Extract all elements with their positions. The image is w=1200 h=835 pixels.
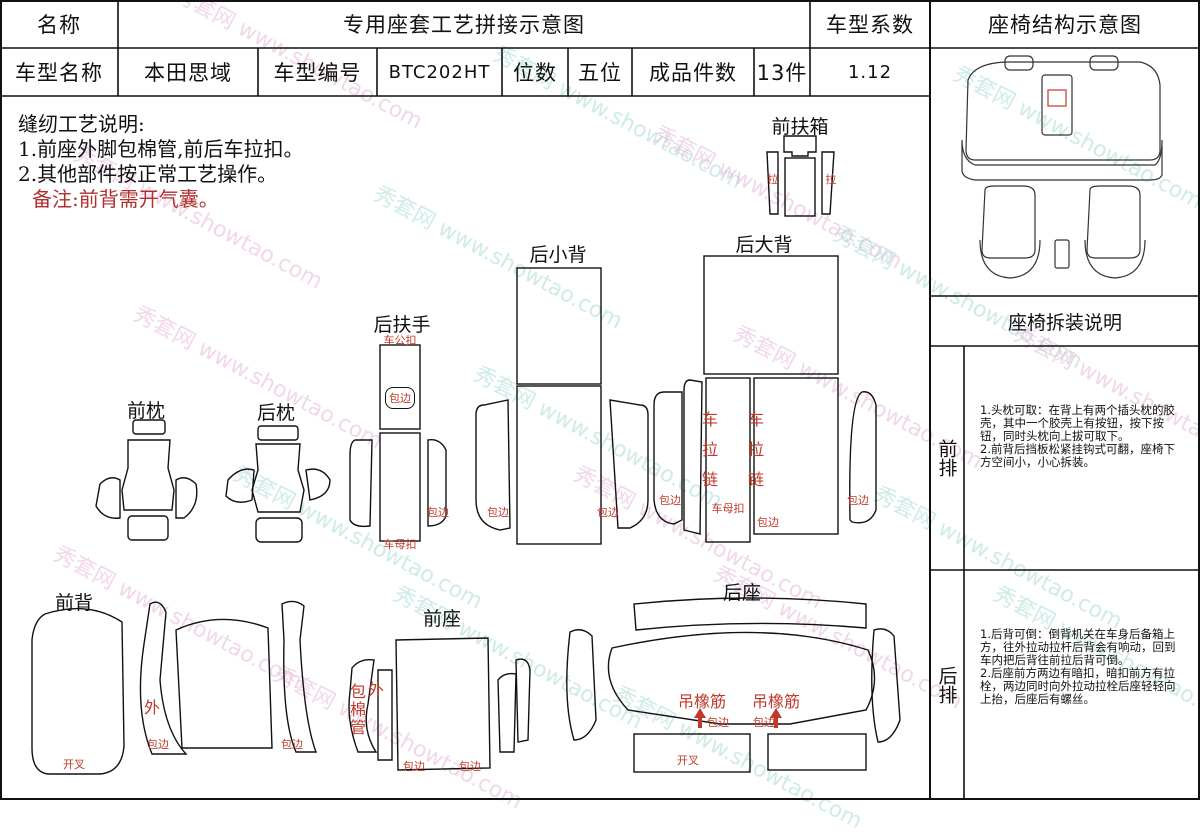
title-rear-armrest: 后扶手 [373,314,431,336]
piece-front-back [31,600,318,775]
mark-edge-7: 包边 [147,738,169,751]
mark-cotton-tube: 包棉管 [347,683,366,737]
mark-vent-back: 开叉 [63,758,85,771]
piece-rear-armrest [349,344,447,542]
mark-edge-1: 包边 [427,506,449,519]
mark-edge-3: 包边 [597,506,619,519]
title-rear-large-back: 后大背 [735,234,793,256]
model-code-label: 车型编号 [273,61,362,85]
structure-title: 座椅结构示意图 [988,13,1142,37]
seats-label: 位数 [513,61,557,85]
mark-hang-strap-right: 吊橡筋 [751,692,801,711]
mark-edge-11: 包边 [707,716,729,729]
piece-rear-headrest [225,425,331,543]
hang-strap-arrows [694,708,782,728]
title-front-armrest-box: 前扶箱 [771,116,829,138]
mark-outer-back: 外 [143,698,161,717]
sewing-remark: 备注:前背需开气囊。 [32,187,219,211]
mark-outer-seat: 外 [367,680,385,699]
coef-value: 1.12 [847,61,893,83]
pieces-value: 13件 [756,61,808,85]
sewing-note-1: 1.前座外脚包棉管,前后车拉扣。 [18,137,304,161]
mark-pull-buckle-female-2: 车母扣 [711,502,745,515]
piece-front-seat [348,637,531,771]
mark-vent-seat: 开叉 [677,754,699,767]
mark-pull-right: 拉 [824,173,837,195]
rear-row-instructions: 1.后背可倒：倒背机关在车身后备箱上方，往外拉动拉杆后背会有响动，回到车内把后背… [980,627,1176,706]
name-label: 名称 [37,13,81,37]
mark-pull-buckle-female: 车母扣 [383,538,417,551]
model-code: BTC202HT [388,61,491,83]
mark-edge-10: 包边 [459,760,481,773]
sewing-notes-title: 缝纫工艺说明: [18,112,145,136]
mark-pull-left: 拉 [766,173,779,195]
piece-rear-large-back [653,255,877,543]
mark-edge-5: 包边 [757,516,779,529]
title-rear-seat: 后座 [722,582,762,604]
sewing-note-2: 2.其他部件按正常工艺操作。 [18,162,278,186]
mark-zip-left: 车拉链 [699,411,718,501]
mark-bag: 包边 [385,387,415,409]
title-rear-small-back: 后小背 [529,244,587,266]
chart-title: 专用座套工艺拼接示意图 [343,13,585,37]
mark-hang-strap-left: 吊橡筋 [677,692,727,711]
title-front-seat: 前座 [422,608,462,630]
front-row-label: 前排 [935,439,958,477]
model-name-label: 车型名称 [15,61,103,85]
mark-zip-right: 车拉链 [745,411,764,501]
piece-rear-seat [566,597,901,773]
mark-edge-9: 包边 [403,760,425,773]
disassembly-title: 座椅拆装说明 [1007,312,1122,334]
mark-edge-6: 包边 [847,494,869,507]
title-front-headrest: 前枕 [126,400,166,422]
mark-edge-12: 包边 [753,716,775,729]
coef-label: 车型系数 [826,13,914,37]
mark-pull-buckle-male: 车公扣 [383,334,417,347]
piece-rear-small-back [475,267,649,545]
mark-edge-4: 包边 [659,494,681,507]
front-row-instructions: 1.头枕可取：在背上有两个插头枕的胶壳，其中一个胶壳上有按钮，按下按钮，同时头枕… [980,403,1175,469]
grid-and-patterns [0,0,1200,800]
title-rear-headrest: 后枕 [256,402,296,424]
model-name: 本田思域 [144,61,232,85]
rear-row-label: 后排 [935,666,958,704]
mark-edge-8: 包边 [281,738,303,751]
pieces-label: 成品件数 [649,61,737,85]
mark-edge-2: 包边 [487,506,509,519]
sewing-notes: 缝纫工艺说明: 1.前座外脚包棉管,前后车拉扣。 2.其他部件按正常工艺操作。 … [18,112,303,212]
piece-front-headrest [95,419,198,541]
piece-front-armrest-box [766,135,835,217]
title-front-back: 前背 [54,592,94,614]
seat-structure-sketch [961,55,1163,279]
seats-value: 五位 [578,61,622,85]
